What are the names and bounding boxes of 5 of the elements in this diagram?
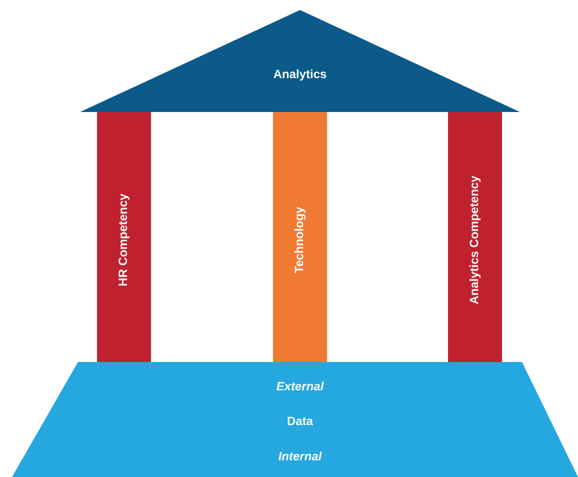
base-trapezoid: External Data Internal (12, 362, 578, 477)
pillar: Analytics Competency (448, 112, 502, 362)
pillar: HR Competency (97, 112, 151, 362)
roof-triangle: Analytics (80, 10, 520, 112)
pillar: Technology (273, 112, 327, 362)
